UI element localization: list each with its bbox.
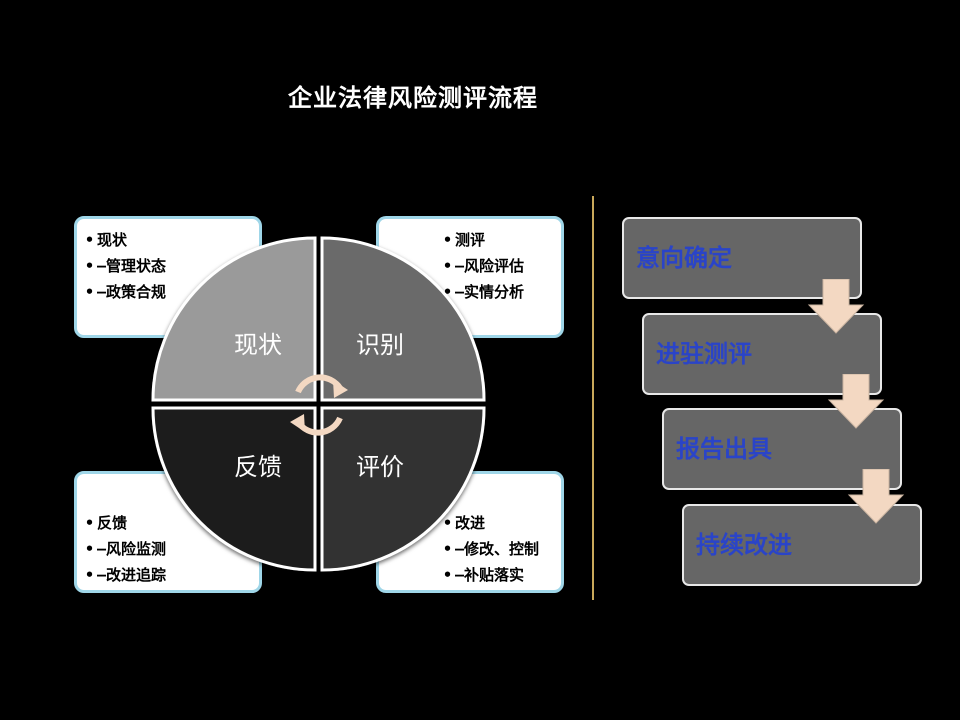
note-item: —补贴落实	[443, 562, 561, 588]
note-item: —政策合规	[85, 279, 259, 305]
note-item: 现状	[85, 227, 259, 253]
page-title: 企业法律风险测评流程	[288, 83, 538, 112]
note-item: 改进	[443, 510, 561, 536]
note-item: —修改、控制	[443, 536, 561, 562]
note-item: 测评	[443, 227, 561, 253]
cycle-arrows-icon	[295, 374, 343, 436]
note-card-identify: 测评 —风险评估 —实情分析	[376, 216, 564, 338]
note-card-status: 现状 —管理状态 —政策合规	[74, 216, 262, 338]
down-arrow-icon	[807, 279, 865, 334]
note-item: —风险评估	[443, 253, 561, 279]
divider-line	[592, 196, 594, 600]
note-item: —管理状态	[85, 253, 259, 279]
down-arrow-icon	[847, 469, 905, 524]
note-card-evaluate: 改进 —修改、控制 —补贴落实	[376, 471, 564, 593]
down-arrow-icon	[827, 374, 885, 429]
note-item: 反馈	[85, 510, 259, 536]
process-step-intent: 意向确定	[622, 217, 862, 299]
note-item: —风险监测	[85, 536, 259, 562]
note-card-feedback: 反馈 —风险监测 —改进追踪	[74, 471, 262, 593]
process-step-improve: 持续改进	[682, 504, 922, 586]
note-item: —实情分析	[443, 279, 561, 305]
note-item: —改进追踪	[85, 562, 259, 588]
